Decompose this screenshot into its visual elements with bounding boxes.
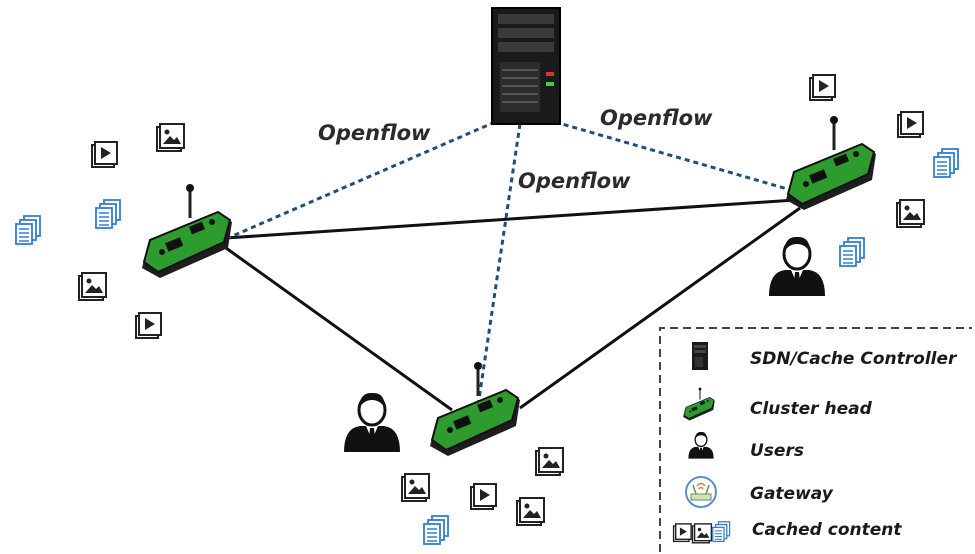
image-icon [896,199,925,228]
gateway-icon [685,476,717,508]
document-icon [933,148,959,178]
link-left-bottom [225,246,453,412]
openflow-link-left [227,120,496,240]
video-icon [897,111,924,138]
cached-content-left [15,123,185,339]
legend-label-cached-content: Cached content [752,520,902,540]
video-icon [91,141,118,168]
user-icon-bottom [342,391,402,454]
link-left-right [225,198,796,240]
legend-label-controller: SDN/Cache Controller [750,349,958,369]
document-icon [15,215,41,245]
image-icon [401,473,430,502]
openflow-label-right: Openflow [600,106,713,130]
image-icon [78,272,107,301]
image-icon [516,497,545,526]
cluster-head-bottom [428,360,522,458]
cached-content-icon [672,521,731,544]
legend-label-cluster-head: Cluster head [750,399,873,419]
document-icon [95,199,121,229]
openflow-link-center [476,123,522,407]
cluster-head-left [140,182,234,280]
server-icon [692,342,708,370]
cached-content-bottom [401,447,564,545]
legend-label-gateway: Gateway [750,484,834,504]
server-icon [491,7,561,125]
cluster-head-icon [682,387,716,422]
legend-label-users: Users [750,441,804,461]
cluster-head-right [784,114,878,212]
legend: SDN/Cache Controller Cluster head Users … [659,327,972,552]
openflow-links [227,120,799,407]
video-icon [809,74,836,101]
openflow-label-left: Openflow [318,121,431,145]
physical-links [225,198,801,412]
document-icon [423,515,449,545]
image-icon [156,123,185,152]
link-right-bottom [519,206,801,410]
openflow-label-center: Openflow [518,169,631,193]
openflow-link-right [554,120,799,194]
image-icon [535,447,564,476]
document-icon [839,237,865,267]
video-icon [470,483,497,510]
user-icon [687,431,715,460]
video-icon [135,312,162,339]
user-icon-right [767,235,827,298]
